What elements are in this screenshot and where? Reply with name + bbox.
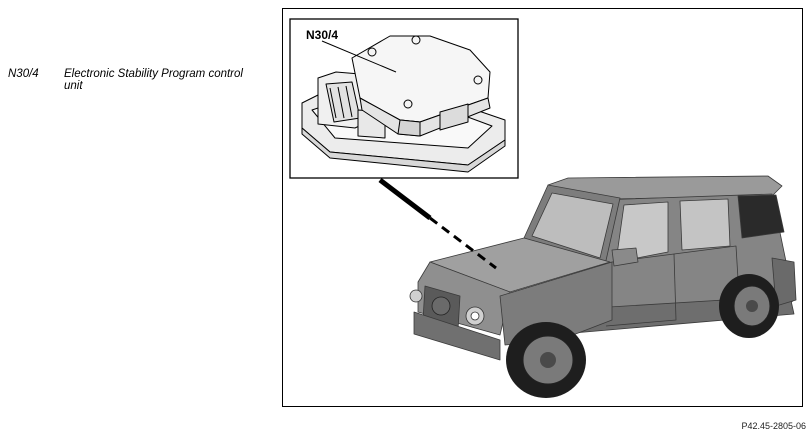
location-pointer bbox=[378, 178, 432, 220]
esp-control-unit-drawing bbox=[301, 35, 506, 173]
figure-frame bbox=[282, 8, 803, 407]
rear-wheel bbox=[719, 274, 779, 338]
callout-label: N30/4 bbox=[306, 28, 338, 42]
figure-reference-number: P42.45-2805-06 bbox=[741, 421, 806, 431]
legend-description: Electronic Stability Program control uni… bbox=[64, 68, 243, 92]
front-wheel bbox=[506, 322, 586, 398]
legend-code: N30/4 bbox=[8, 68, 39, 80]
callout-leader-line bbox=[321, 40, 397, 73]
legend: N30/4 Electronic Stability Program contr… bbox=[8, 68, 268, 92]
legend-item: N30/4 Electronic Stability Program contr… bbox=[8, 68, 268, 92]
vehicle bbox=[409, 175, 797, 361]
